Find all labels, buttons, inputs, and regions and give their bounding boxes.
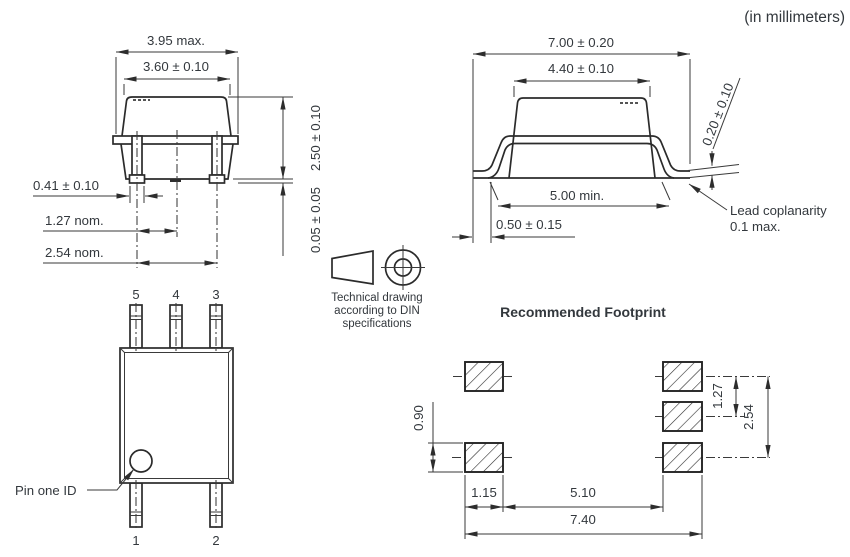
pin-one-id-label: Pin one ID: [15, 483, 77, 498]
dim-pad-gap: 5.10: [570, 485, 596, 500]
bottom-body-inner: [124, 352, 229, 479]
coplanarity-leader: [688, 183, 728, 211]
pin-centerlines: [135, 303, 217, 531]
pins-bottom: [129, 482, 223, 528]
dim-side-overall: 7.00 ± 0.20: [548, 35, 614, 50]
dim-front-pitch: 1.27 nom.: [45, 213, 104, 228]
front-view: 3.95 max. 3.60 ± 0.10 2.50 ± 0.10 0.05 ±…: [33, 33, 323, 268]
dim-front-width-max: 3.95 max.: [147, 33, 205, 48]
bottom-view: 5 4 3 1 2 Pin one ID: [15, 287, 234, 548]
front-body-top: [121, 96, 232, 137]
gate-mark: [170, 179, 181, 182]
dim-pad-height: 0.90: [411, 405, 426, 431]
pad-left-top: [464, 361, 504, 392]
pin-label-4: 4: [172, 287, 179, 302]
pin-label-5: 5: [132, 287, 139, 302]
din-note-1: Technical drawing: [331, 292, 422, 304]
pad-right-bottom: [662, 442, 703, 473]
side-view: 7.00 ± 0.20 4.40 ± 0.10 5.00 min. 0.50 ±…: [452, 35, 827, 243]
solder-pads: [464, 361, 703, 473]
dim-side-foot-length: 0.50 ± 0.15: [496, 217, 562, 232]
pad-left-bottom: [464, 442, 504, 473]
dim-side-lead-thickness: 0.20 ± 0.10: [699, 81, 737, 148]
dim-front-standoff: 0.05 ± 0.05: [308, 187, 323, 253]
dim-front-width: 3.60 ± 0.10: [143, 59, 209, 74]
din-projection-symbol: Technical drawing according to DIN speci…: [331, 245, 425, 330]
pad-right-middle: [662, 401, 703, 432]
footprint-title: Recommended Footprint: [500, 304, 666, 320]
dim-footprint-span: 2.54: [741, 404, 756, 430]
dim-side-body: 4.40 ± 0.10: [548, 61, 614, 76]
side-body: [508, 97, 656, 179]
din-note-2: according to DIN: [334, 305, 420, 317]
pin-one-id-circle: [129, 449, 153, 473]
dim-front-span: 2.54 nom.: [45, 245, 104, 260]
dim-footprint-overall: 7.40: [570, 512, 596, 527]
coplanarity-label-1: Lead coplanarity: [730, 203, 827, 218]
dim-front-height: 2.50 ± 0.10: [308, 105, 323, 171]
dim-side-footprint-min: 5.00 min.: [550, 188, 604, 203]
pad-right-top: [662, 361, 703, 392]
footprint-view: Recommended Footprint 0.90 1.15 5.10: [411, 304, 771, 539]
front-flange: [112, 135, 239, 145]
corner-chamfers: [119, 347, 234, 484]
coplanarity-label-2: 0.1 max.: [730, 219, 781, 234]
dim-footprint-pitch: 1.27: [710, 383, 725, 409]
dim-front-lead-width: 0.41 ± 0.10: [33, 178, 99, 193]
pin-label-2: 2: [212, 533, 219, 548]
lead-top-surface: [473, 135, 690, 172]
pin-one-id-leader: [87, 468, 135, 491]
dim-pad-width: 1.15: [471, 485, 497, 500]
pin-label-1: 1: [132, 533, 139, 548]
cone-symbol: [331, 249, 374, 285]
units-note: (in millimeters): [744, 9, 845, 26]
lead-bottom-surface: [487, 142, 675, 179]
pin-label-3: 3: [212, 287, 219, 302]
din-note-3: specifications: [342, 318, 411, 330]
